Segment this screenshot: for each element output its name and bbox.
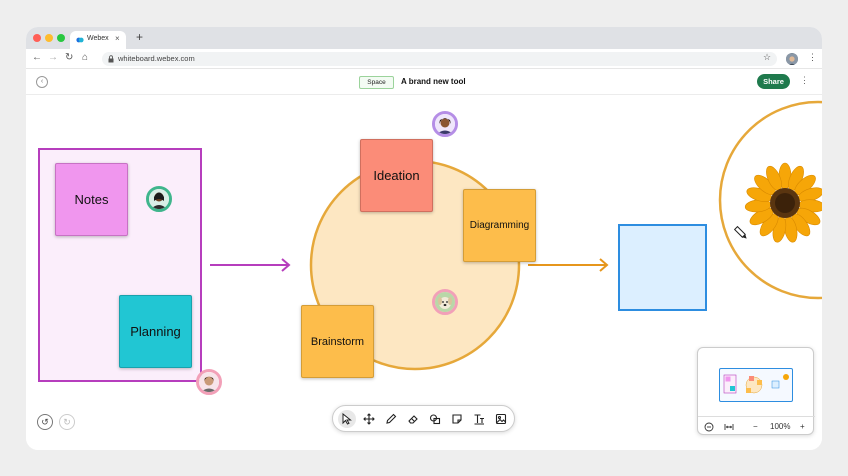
maximize-window-button[interactable] [57, 34, 65, 42]
sticky-note-diagramming[interactable]: Diagramming [463, 189, 536, 262]
sticky-note-notes[interactable]: Notes [55, 163, 128, 236]
zoom-level: 100% [770, 422, 791, 431]
home-icon[interactable]: ⌂ [82, 52, 89, 63]
fit-width-icon[interactable] [724, 422, 734, 435]
collaborator-avatar[interactable] [196, 369, 222, 395]
text-tool-icon[interactable] [470, 410, 488, 428]
collaborator-avatar[interactable] [432, 111, 458, 137]
back-button[interactable]: ‹ [36, 76, 48, 88]
sticky-note-ideation[interactable]: Ideation [360, 139, 433, 212]
new-tab-button[interactable]: + [136, 30, 144, 44]
browser-menu-icon[interactable]: ⋮ [808, 52, 817, 62]
board-title: A brand new tool [401, 77, 466, 86]
minimap-panel: − 100% + [697, 347, 815, 436]
move-tool-icon[interactable] [360, 410, 378, 428]
address-bar[interactable]: whiteboard.webex.com [102, 52, 777, 66]
profile-avatar[interactable] [786, 53, 798, 65]
reload-icon[interactable]: ↻ [65, 52, 74, 63]
tab-close-icon[interactable]: × [115, 34, 120, 43]
select-tool-icon[interactable] [338, 410, 356, 428]
zoom-controls: − 100% + [698, 416, 815, 436]
webex-logo-icon [76, 37, 84, 43]
purple-arrow[interactable] [210, 258, 291, 272]
minimap-viewport[interactable] [719, 368, 793, 402]
sticky-note-brainstorm[interactable]: Brainstorm [301, 305, 374, 378]
share-button[interactable]: Share [757, 74, 790, 89]
pen-tool-icon[interactable] [382, 410, 400, 428]
back-arrow-icon[interactable]: ← [32, 52, 42, 63]
redo-button[interactable]: ↻ [59, 414, 75, 430]
tab-strip: Webex × + [26, 27, 822, 49]
image-tool-icon[interactable] [492, 410, 510, 428]
tab-title: Webex [87, 35, 109, 42]
undo-button[interactable]: ↺ [37, 414, 53, 430]
space-chip[interactable]: Space [359, 76, 394, 89]
drawing-toolbar [332, 405, 515, 432]
eraser-tool-icon[interactable] [404, 410, 422, 428]
zoom-out-button[interactable]: − [753, 422, 758, 431]
browser-tab-webex[interactable]: Webex × [70, 31, 126, 49]
close-window-button[interactable] [33, 34, 41, 42]
forward-arrow-icon[interactable]: → [48, 52, 58, 63]
lock-icon [108, 55, 114, 63]
sunflower-image[interactable] [744, 162, 822, 243]
zoom-in-button[interactable]: + [800, 422, 805, 431]
collaborator-avatar[interactable] [146, 186, 172, 212]
fit-view-icon[interactable] [704, 422, 714, 435]
bookmark-star-icon[interactable]: ☆ [763, 52, 772, 62]
more-options-icon[interactable]: ⋮ [800, 75, 809, 85]
dog-avatar[interactable] [432, 289, 458, 315]
orange-arrow[interactable] [528, 258, 609, 272]
blue-square-shape[interactable] [618, 224, 707, 311]
whiteboard-header: ‹ Space A brand new tool Share ⋮ [26, 69, 822, 95]
sticky-note-tool-icon[interactable] [448, 410, 466, 428]
url-text: whiteboard.webex.com [118, 54, 195, 63]
whiteboard-canvas[interactable]: Notes Planning Ideation Diagramming Brai… [26, 96, 822, 450]
shapes-tool-icon[interactable] [426, 410, 444, 428]
minimap-thumbnail [723, 374, 789, 394]
browser-window: Webex × + ← → ↻ ⌂ whiteboard.webex.com ☆… [26, 27, 822, 450]
minimize-window-button[interactable] [45, 34, 53, 42]
browser-toolbar: ← → ↻ ⌂ whiteboard.webex.com ☆ ⋮ [26, 49, 822, 69]
pencil-cursor-icon [733, 225, 747, 239]
sticky-note-planning[interactable]: Planning [119, 295, 192, 368]
